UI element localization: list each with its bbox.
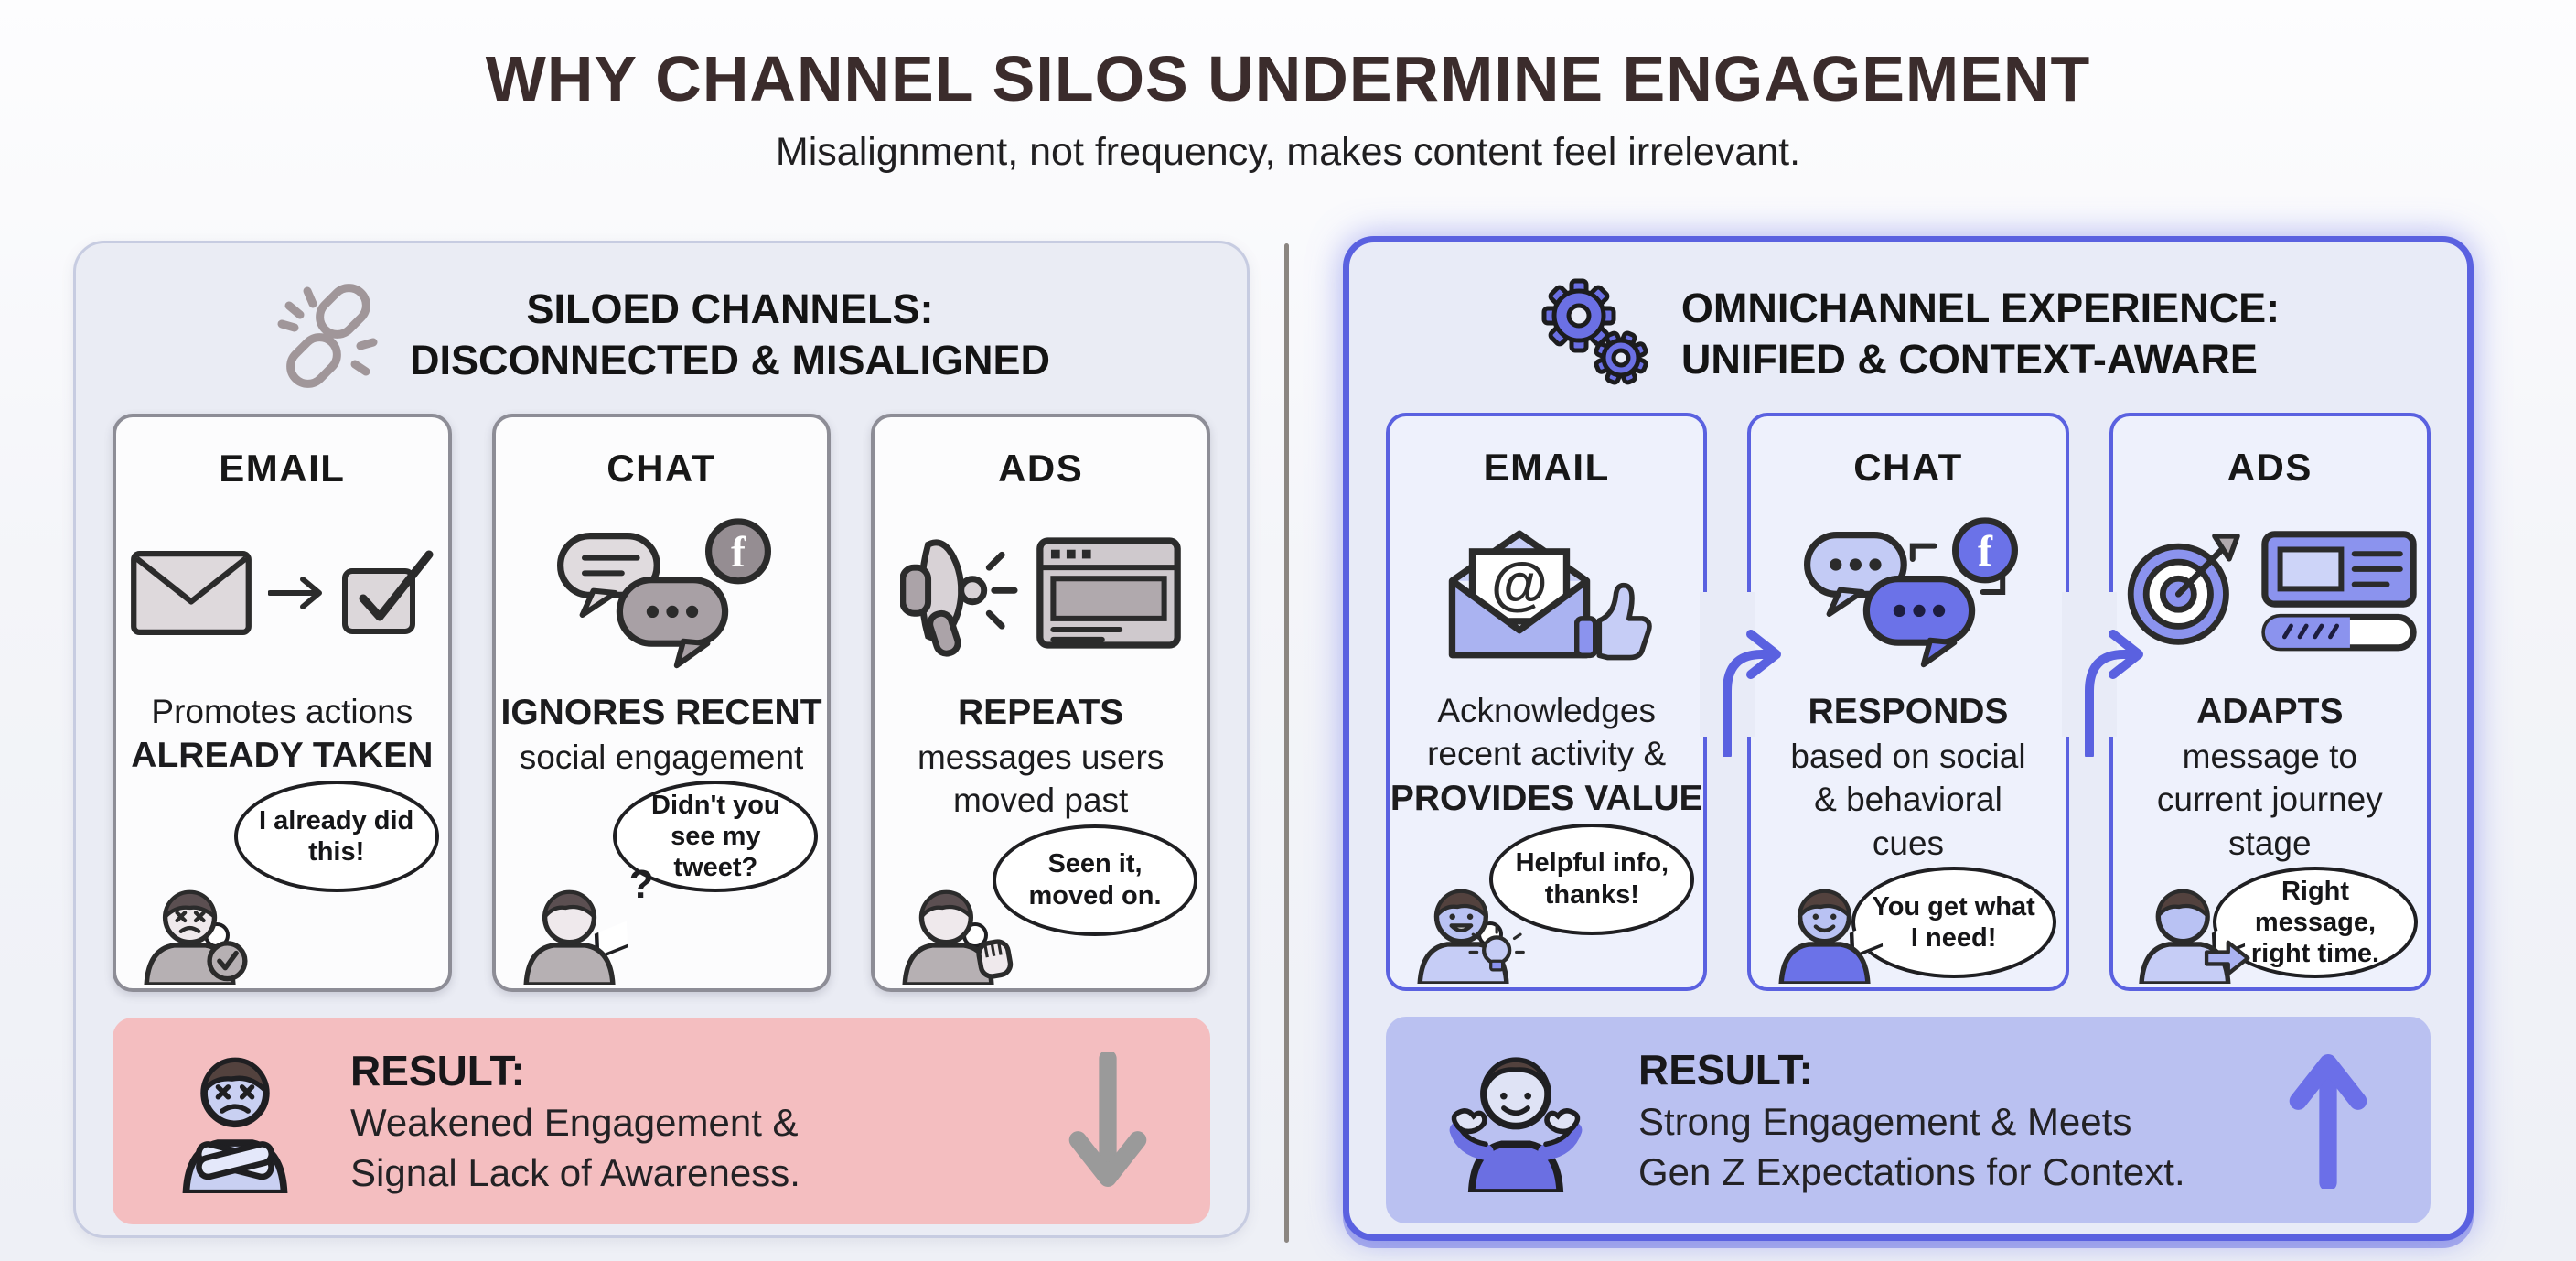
card-title: EMAIL xyxy=(219,447,346,490)
result-line: Weakened Engagement & xyxy=(350,1101,799,1145)
forward-person-icon xyxy=(2133,881,2252,984)
happy-person-icon xyxy=(1771,881,1890,984)
svg-text:f: f xyxy=(1978,527,1993,576)
flow-arrow-icon xyxy=(2066,601,2157,757)
frustrated-person-check-icon xyxy=(136,882,255,985)
page-header: WHY CHANNEL SILOS UNDERMINE ENGAGEMENT M… xyxy=(0,42,2576,175)
chat-bubbles-icon: f xyxy=(1798,515,2018,669)
svg-text:f: f xyxy=(731,528,746,577)
omnichannel-ads-card: ADS xyxy=(2109,413,2431,991)
thought-bubble: Helpful info, thanks! xyxy=(1489,823,1695,935)
result-line: Strong Engagement & Meets xyxy=(1638,1100,2132,1144)
megaphone-icon xyxy=(899,529,1021,657)
omnichannel-panel-title: OMNICHANNEL EXPERIENCE: UNIFIED & CONTEX… xyxy=(1680,284,2281,383)
omnichannel-email-card: EMAIL @ xyxy=(1386,413,1708,991)
down-arrow-icon xyxy=(1066,1052,1150,1190)
siloed-cards-row: EMAIL xyxy=(113,414,1211,992)
question-mark: ? xyxy=(628,862,654,907)
broken-chain-icon xyxy=(273,280,382,390)
omnichannel-chat-card: CHAT xyxy=(1747,413,2069,991)
browser-window-icon xyxy=(1036,536,1182,650)
siloed-panel-header: SILOED CHANNELS: DISCONNECTED & MISALIGN… xyxy=(113,265,1210,404)
speech-bubble: You get what I need! xyxy=(1851,866,2056,978)
open-envelope-at-icon: @ xyxy=(1441,523,1598,662)
result-label: RESULT: xyxy=(1638,1045,1813,1094)
result-line: Gen Z Expectations for Context. xyxy=(1638,1149,2185,1193)
flow-arrow-icon xyxy=(1703,601,1795,757)
thumbs-up-icon xyxy=(1573,577,1653,662)
card-line: Acknowledges recent activity & xyxy=(1427,692,1667,773)
questioning-person-icon xyxy=(516,882,635,985)
card-line: message to current journey stage xyxy=(2156,737,2383,862)
card-line-bold: REPEATS xyxy=(958,693,1124,732)
gears-icon xyxy=(1537,275,1654,393)
card-line: Promotes actions xyxy=(151,693,413,730)
facebook-icon xyxy=(1951,517,2018,584)
checkbox-checked-icon xyxy=(339,547,435,639)
facebook-icon xyxy=(705,518,771,585)
lightbulb-icon xyxy=(1468,923,1525,972)
card-title: CHAT xyxy=(606,447,716,490)
forward-arrow-icon xyxy=(2204,940,2250,976)
card-title: ADS xyxy=(998,447,1084,490)
thought-bubble: I already did this! xyxy=(233,781,439,893)
card-line: based on social & behavioral cues xyxy=(1790,737,2026,862)
panel-divider xyxy=(1284,243,1289,1243)
up-arrow-icon xyxy=(2286,1051,2370,1189)
card-line-bold: PROVIDES VALUE xyxy=(1390,778,1703,818)
page-title: WHY CHANNEL SILOS UNDERMINE ENGAGEMENT xyxy=(485,43,2091,114)
siloed-email-card: EMAIL xyxy=(113,414,452,992)
card-line: messages users moved past xyxy=(917,738,1165,820)
siloed-result-bar: RESULT: Weakened Engagement & Signal Lac… xyxy=(113,1018,1210,1224)
chat-bubbles-icon: f xyxy=(552,516,771,670)
arrow-right-icon xyxy=(268,574,325,612)
stop-hand-icon xyxy=(976,939,1014,979)
happy-person-lightbulb-icon xyxy=(1410,881,1529,984)
card-line: social engagement xyxy=(519,738,804,776)
card-line-bold: RESPONDS xyxy=(1808,692,2009,731)
omnichannel-result-bar: RESULT: Strong Engagement & Meets Gen Z … xyxy=(1386,1017,2431,1223)
svg-text:@: @ xyxy=(1491,550,1548,616)
page-subtitle: Misalignment, not frequency, makes conte… xyxy=(775,130,1801,174)
omnichannel-panel-header: OMNICHANNEL EXPERIENCE: UNIFIED & CONTEX… xyxy=(1386,264,2431,404)
speech-bubble: Right message, right time. xyxy=(2212,866,2418,978)
thought-bubble: Seen it, moved on. xyxy=(993,824,1198,936)
result-line: Signal Lack of Awareness. xyxy=(350,1150,800,1194)
shrugging-person-icon xyxy=(1433,1048,1598,1192)
card-line-bold: ALREADY TAKEN xyxy=(131,736,434,776)
dismissive-person-icon xyxy=(895,882,1014,985)
card-title: EMAIL xyxy=(1483,446,1610,489)
result-label: RESULT: xyxy=(350,1046,525,1094)
siloed-channels-panel: SILOED CHANNELS: DISCONNECTED & MISALIGN… xyxy=(73,241,1250,1238)
card-title: CHAT xyxy=(1853,446,1963,489)
siloed-panel-title: SILOED CHANNELS: DISCONNECTED & MISALIGN… xyxy=(409,285,1051,383)
card-title: ADS xyxy=(2227,446,2313,489)
card-line-bold: IGNORES RECENT xyxy=(500,693,822,732)
card-line-bold: ADAPTS xyxy=(2196,692,2344,731)
ad-banner-icon xyxy=(2260,530,2418,654)
omnichannel-cards-row: EMAIL @ xyxy=(1386,413,2431,991)
omnichannel-panel: OMNICHANNEL EXPERIENCE: UNIFIED & CONTEX… xyxy=(1343,236,2474,1241)
speech-bubble: Didn't you see my tweet? xyxy=(613,781,819,893)
target-dart-icon xyxy=(2121,530,2246,654)
envelope-icon xyxy=(129,545,253,641)
siloed-ads-card: ADS xyxy=(871,414,1211,992)
siloed-chat-card: CHAT f xyxy=(491,414,832,992)
arms-crossed-person-icon xyxy=(160,1049,310,1193)
